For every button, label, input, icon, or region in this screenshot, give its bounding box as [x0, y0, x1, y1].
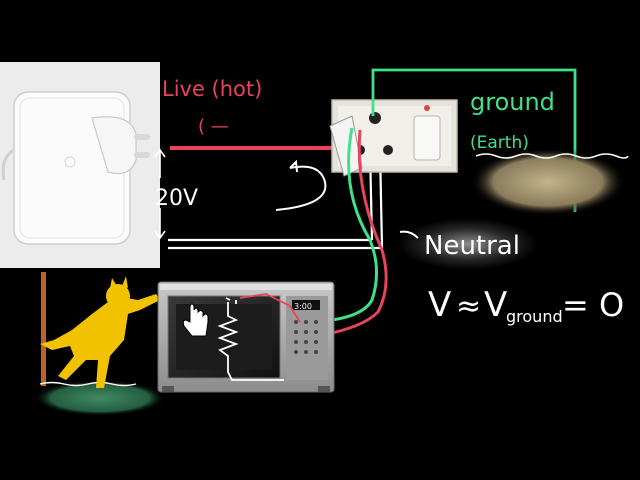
voltage-arrows: [154, 148, 166, 240]
live-sublabel: ( —: [198, 116, 229, 137]
pole: [41, 272, 46, 386]
earth-label: (Earth): [470, 133, 529, 153]
neutral-label: Neutral: [424, 231, 520, 261]
eq-v: V: [428, 285, 451, 325]
earth-soil: [470, 148, 626, 216]
eq-vg: V: [484, 285, 507, 325]
microwave-display: 3:00: [294, 302, 312, 311]
ground-wire: [371, 68, 577, 212]
live-label: Live (hot): [162, 77, 262, 101]
neutral-glow: [398, 218, 538, 270]
microwave: 3:00: [157, 281, 335, 393]
current-return-arrow: [275, 165, 327, 211]
grass-patch: [34, 380, 166, 416]
voltage-label: 20V: [155, 186, 198, 211]
eq-rhs: = O: [562, 286, 624, 324]
cat: [40, 276, 160, 388]
microwave-internal-wiring: [217, 293, 301, 381]
eq-subscript: ground: [506, 307, 563, 326]
ground-label: ground: [470, 88, 555, 116]
ground-cord: [299, 127, 378, 324]
eq-approx: ≈: [456, 289, 481, 324]
charger-plug: [0, 62, 160, 268]
hand-cursor-icon: [182, 303, 209, 337]
wall-socket: [329, 99, 458, 177]
voltage-equation: V ≈ V ground = O: [428, 285, 624, 326]
